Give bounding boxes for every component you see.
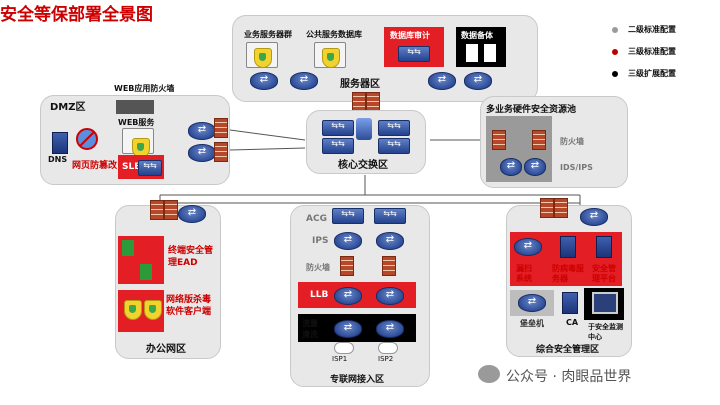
core-switch-icon — [322, 138, 354, 154]
label-business-servers: 业务服务器群 — [244, 30, 292, 39]
page-title: 安全等保部署全景图 — [0, 5, 153, 25]
core-switch-icon — [378, 120, 410, 136]
server-zone-label: 服务器区 — [340, 79, 380, 90]
firewall-icon — [352, 92, 366, 112]
firewall-icon — [214, 142, 228, 162]
acg-device-icon — [332, 208, 364, 224]
shield-icon — [124, 300, 142, 320]
ca-server-icon — [562, 292, 578, 314]
label-public-db: 公共服务数据库 — [306, 30, 362, 39]
router-icon — [178, 205, 206, 223]
router-icon — [580, 208, 608, 226]
flow-clean-icon — [376, 320, 404, 338]
cloud-icon — [334, 342, 354, 354]
core-switch-icon — [322, 120, 354, 136]
monitor-icon — [592, 292, 618, 314]
isp2-label: ISP2 — [378, 355, 394, 363]
terminal-icon — [122, 240, 134, 256]
mgmt-platform-label: 安全管理平台 — [592, 264, 616, 283]
tamper-label: 网页防篡改 — [72, 161, 118, 171]
web-service-label: WEB服务 — [118, 118, 155, 127]
dmz-label: DMZ区 — [50, 102, 86, 113]
firewall-icon — [540, 198, 554, 218]
resource-pool-label: 多业务硬件安全资源池 — [486, 105, 577, 115]
backup-disk-icon — [484, 44, 496, 62]
bastion-label: 堡垒机 — [520, 319, 544, 328]
dns-server-icon — [52, 132, 68, 154]
dns-label: DNS — [48, 155, 68, 164]
router-icon — [428, 72, 456, 90]
isp-firewall-label: 防火墙 — [306, 263, 330, 272]
av-server-icon — [560, 236, 576, 258]
flow-clean-icon — [334, 320, 362, 338]
mgmt-label: 综合安全管理区 — [536, 345, 600, 355]
wechat-icon — [478, 365, 500, 383]
isp1-label: ISP1 — [332, 355, 348, 363]
ips-label: IPS — [312, 236, 329, 246]
firewall-icon — [340, 256, 354, 276]
scanner-icon — [514, 238, 542, 256]
ips-icon — [334, 232, 362, 250]
router-icon — [290, 72, 318, 90]
core-switch-icon — [378, 138, 410, 154]
shield-icon — [322, 48, 340, 68]
ca-label: CA — [566, 318, 579, 327]
antivirus-label: 网络版杀毒软件客户端 — [166, 295, 212, 317]
router-icon — [188, 144, 216, 162]
core-db-icon — [356, 118, 372, 140]
watermark-text: 公众号 · 肉眼品世界 — [506, 369, 632, 385]
legend: 二级标准配置 三级标准配置 三级扩展配置 — [612, 24, 712, 90]
pool-firewall-label: 防火墙 — [560, 137, 584, 146]
ips-icon — [376, 232, 404, 250]
acg-label: ACG — [306, 214, 327, 224]
av-server-label: 防病毒服务器 — [552, 264, 584, 283]
firewall-icon — [532, 130, 546, 150]
office-label: 办公网区 — [146, 344, 186, 355]
firewall-icon — [492, 130, 506, 150]
firewall-icon — [164, 200, 178, 220]
core-label: 核心交换区 — [338, 160, 388, 171]
audit-device-icon — [398, 46, 430, 62]
backup-disk-icon — [466, 44, 478, 62]
legend-item-level3: 三级标准配置 — [612, 46, 712, 68]
scan-label: 漏扫系统 — [516, 264, 532, 283]
llb-label: LLB — [310, 290, 329, 300]
firewall-icon — [150, 200, 164, 220]
ead-label: 终端安全管理EAD — [168, 246, 214, 268]
firewall-icon — [366, 92, 380, 112]
slb-device-icon — [138, 160, 162, 176]
backup-box — [456, 27, 506, 67]
label-backup: 数据备体 — [461, 31, 493, 40]
cloud-icon — [378, 342, 398, 354]
waf-label: WEB应用防火墙 — [114, 84, 175, 93]
ids-icon — [524, 158, 546, 176]
bastion-icon — [518, 294, 546, 312]
terminal-icon — [140, 264, 152, 280]
slb-label: SLB — [122, 162, 142, 172]
isp-zone-label: 专联网接入区 — [330, 375, 385, 385]
flow-clean-label: 流量清洗 — [302, 319, 318, 339]
llb-icon — [334, 287, 362, 305]
router-icon — [250, 72, 278, 90]
pool-ids-label: IDS/IPS — [560, 163, 593, 172]
label-db-audit: 数据库审计 — [390, 31, 430, 40]
firewall-icon — [214, 118, 228, 138]
tamper-icon — [74, 125, 100, 153]
shield-icon — [144, 300, 162, 320]
shield-icon — [254, 48, 272, 68]
router-icon — [188, 122, 216, 140]
mgmt-platform-icon — [596, 236, 612, 258]
ids-icon — [500, 158, 522, 176]
acg-device-icon — [374, 208, 406, 224]
firewall-icon — [382, 256, 396, 276]
legend-item-level3-ext: 三级扩展配置 — [612, 68, 712, 90]
waf-device-icon — [116, 100, 154, 114]
legend-item-level2: 二级标准配置 — [612, 24, 712, 46]
monitor-label: 于安全监测中心 — [588, 323, 623, 341]
llb-icon — [376, 287, 404, 305]
firewall-icon — [554, 198, 568, 218]
router-icon — [464, 72, 492, 90]
